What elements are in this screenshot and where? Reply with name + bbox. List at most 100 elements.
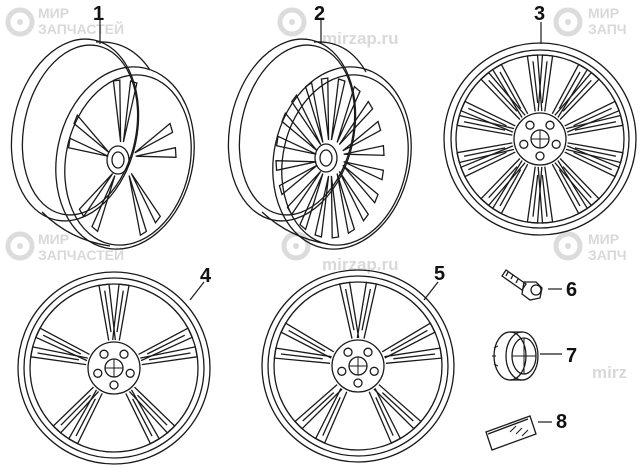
watermark-line2-cut: ЗАПЧ <box>588 21 627 37</box>
callout-4: 4 <box>200 265 212 287</box>
spoke <box>526 54 543 112</box>
spoke <box>281 111 318 152</box>
spoke <box>330 175 340 239</box>
spoke <box>551 160 589 215</box>
spoke-edge <box>280 353 323 360</box>
spoke-edge <box>558 169 581 207</box>
spoke-edge <box>361 288 372 331</box>
spoke <box>368 388 402 444</box>
spoke <box>30 346 88 366</box>
spoke-edge <box>116 290 124 333</box>
spoke-edge <box>558 71 581 109</box>
spoke-edge <box>573 107 612 127</box>
wheel-5 <box>261 269 455 463</box>
spoke-edge <box>541 61 548 104</box>
wheel-2 <box>227 38 412 250</box>
wheel-3 <box>443 42 637 236</box>
spoke-edge <box>574 121 617 131</box>
watermark-line2: ЗАПЧАСТЕЙ <box>38 246 124 263</box>
spoke <box>338 281 360 339</box>
lug-hole <box>363 347 373 357</box>
spoke <box>73 113 110 154</box>
spoke <box>294 384 343 430</box>
spoke-edge <box>573 151 612 171</box>
spoke <box>343 161 385 181</box>
spoke-edge <box>104 290 112 333</box>
callout-1: 1 <box>93 3 104 25</box>
spoke <box>551 63 589 118</box>
spoke <box>342 120 382 152</box>
spoke <box>537 166 554 224</box>
spoke <box>280 322 335 359</box>
spoke <box>134 122 174 154</box>
spoke-edge <box>499 169 522 207</box>
spoke <box>140 346 198 366</box>
spoke <box>554 71 600 120</box>
spoke-edge <box>344 288 355 331</box>
spoke <box>138 327 194 362</box>
spoke-edge <box>132 398 153 437</box>
spoke-edge <box>488 166 518 199</box>
spoke <box>381 322 436 359</box>
spoke <box>537 54 554 112</box>
spoke <box>67 137 109 157</box>
spoke <box>338 100 374 146</box>
spoke <box>336 85 361 143</box>
watermark-site-short: mirz <box>592 363 627 382</box>
spoke-edge <box>381 392 414 422</box>
spoke-edge <box>532 174 539 217</box>
spoke <box>480 71 526 120</box>
wheel-4 <box>17 271 211 465</box>
spoke <box>52 386 100 434</box>
spoke <box>480 158 526 207</box>
callout-3: 3 <box>534 3 545 25</box>
watermark-logo-icon <box>553 7 583 37</box>
spoke <box>343 144 385 156</box>
spoke-edge <box>463 147 506 157</box>
lug-hole <box>343 347 353 357</box>
spoke-edge <box>499 71 522 109</box>
spoke <box>290 93 322 145</box>
spoke-edge <box>390 329 428 352</box>
callout-8: 8 <box>556 411 567 433</box>
spoke-edge <box>488 79 518 112</box>
spoke-edge <box>146 334 186 355</box>
spoke <box>456 114 515 136</box>
watermark-site: mirzap.ru <box>322 29 399 48</box>
spoke-edge <box>562 166 592 199</box>
lug-hole <box>99 349 109 359</box>
spoke <box>336 173 356 235</box>
watermark-logo-icon <box>5 231 35 261</box>
lug-hole <box>519 139 529 149</box>
spoke <box>273 347 332 364</box>
spoke <box>304 81 324 143</box>
watermark-line2-cut: ЗАПЧ <box>588 247 627 263</box>
spoke <box>128 175 148 237</box>
wheel-badge <box>485 415 537 451</box>
callout-5: 5 <box>434 263 445 285</box>
spoke <box>320 77 330 141</box>
watermark-line1: МИР <box>588 5 619 21</box>
spoke <box>299 173 324 231</box>
spoke-edge <box>375 397 394 436</box>
spoke <box>342 164 379 205</box>
spoke-edge <box>322 397 341 436</box>
watermark-group: МИР ЗАПЧАСТЕЙ mirzap.ru МИР ЗАПЧ МИР ЗАП… <box>5 5 627 382</box>
spoke <box>278 164 318 196</box>
lug-hole <box>535 151 545 161</box>
lug-hole <box>545 120 555 130</box>
spoke-edge <box>42 334 82 355</box>
lug-hole <box>109 380 119 390</box>
watermark-logo-icon <box>277 7 307 37</box>
spoke-edge <box>574 147 617 157</box>
callout-6: 6 <box>566 279 577 301</box>
spoke-edge <box>60 394 91 426</box>
callout-2: 2 <box>314 3 325 25</box>
spoke <box>128 386 176 434</box>
spoke <box>78 172 114 218</box>
lug-hole <box>525 120 535 130</box>
spoke-edge <box>532 61 539 104</box>
spoke <box>491 63 529 118</box>
spoke <box>125 389 161 445</box>
